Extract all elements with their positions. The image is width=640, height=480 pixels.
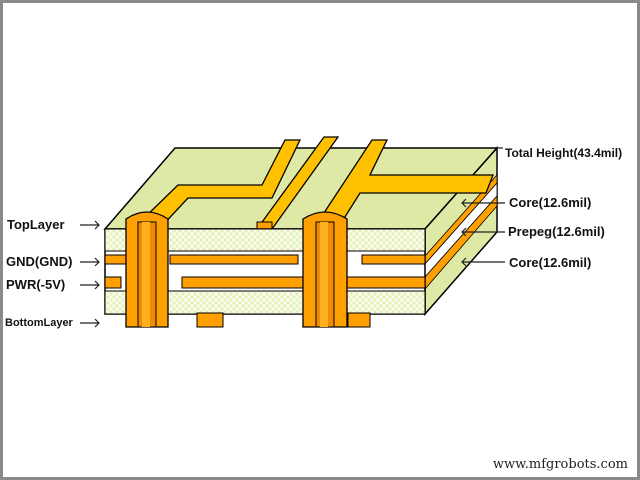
left-arrows [80,220,100,328]
label-core-1: Core(12.6mil) [509,195,592,210]
pwr-copper-left [104,276,122,289]
label-bottom-layer: BottomLayer [5,317,73,329]
label-pwr: PWR(-5V) [6,277,66,292]
label-prepreg: Prepeg(12.6mil) [508,224,605,239]
gnd-copper-left [104,254,129,265]
top-trace-1 [138,139,302,229]
bottom-pad [196,312,224,328]
label-core-2: Core(12.6mil) [509,255,592,270]
label-top-layer: TopLayer [7,217,65,232]
watermark: www.mfgrobots.com [492,457,628,472]
label-gnd: GND(GND) [6,254,73,269]
via-1 [125,211,169,328]
label-total-height: Total Height(43.4mil) [505,146,623,160]
right-arrows [461,147,505,267]
via-2 [302,211,348,328]
bottom-pad [347,312,371,328]
gnd-copper-right [361,254,426,265]
top-trace-3 [316,139,494,229]
gnd-copper-mid [169,254,299,265]
